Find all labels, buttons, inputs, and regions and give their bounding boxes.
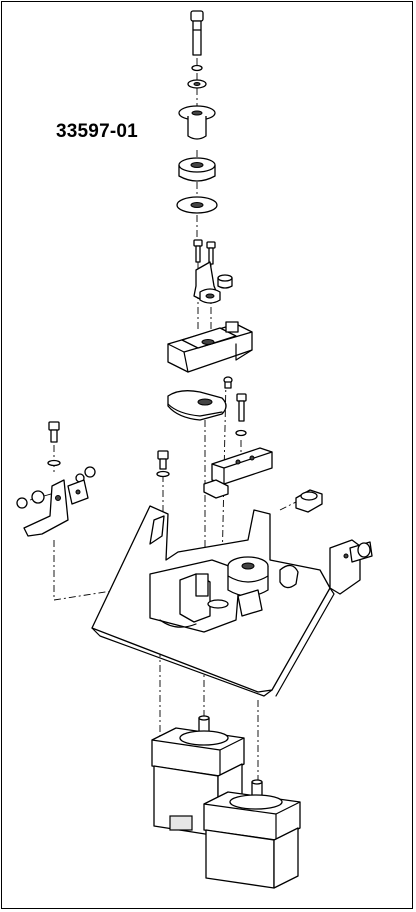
set-screw-icon (223, 376, 233, 389)
side-bracket-icon (329, 539, 373, 595)
twin-screws-icon (193, 239, 216, 265)
flanged-bushing-icon (178, 105, 216, 140)
upper-housing-icon (167, 321, 253, 373)
small-washer-icon (191, 64, 203, 72)
standoff-cylinder-icon (295, 489, 323, 513)
part-number-label: 33597-01 (56, 121, 138, 142)
stepper-motor-2-icon (203, 779, 301, 889)
bracket-nuts-icon (16, 466, 96, 509)
right-screw-icon (235, 393, 247, 437)
hex-nut-icon (187, 79, 207, 89)
motor-drive-assembly-icon (149, 556, 269, 633)
clamp-bracket-icon (193, 261, 221, 304)
middle-screw-icon (156, 450, 170, 478)
sensor-block-icon (203, 447, 273, 499)
left-screw-icon (47, 421, 61, 467)
flat-washer-icon (176, 196, 218, 214)
long-screw-icon (190, 10, 204, 56)
small-cylinder-icon (217, 274, 233, 289)
sensor-bracket-icon (23, 479, 89, 537)
cam-plate-icon (167, 390, 227, 421)
spacer-ring-icon (178, 157, 216, 182)
